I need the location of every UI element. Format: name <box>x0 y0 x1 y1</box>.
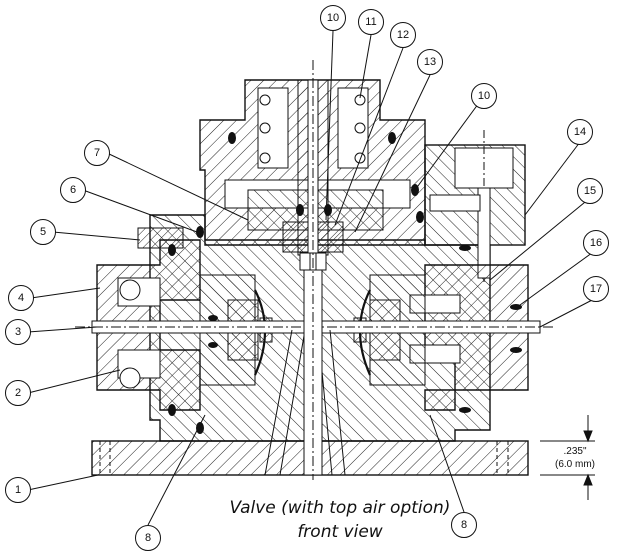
callout-4: 4 <box>8 285 34 311</box>
callout-14: 14 <box>567 119 593 145</box>
right-fitting-block <box>424 130 526 285</box>
callout-8-right: 8 <box>451 512 477 538</box>
callout-12: 12 <box>390 22 416 48</box>
callout-6: 6 <box>60 177 86 203</box>
callout-11: 11 <box>358 9 384 35</box>
dimension-inches: .235" <box>563 446 587 457</box>
callout-7: 7 <box>84 140 110 166</box>
leader-lines <box>27 30 597 526</box>
callout-13: 13 <box>417 49 443 75</box>
dimension-indicator <box>540 415 595 500</box>
callout-3: 3 <box>5 319 31 345</box>
callout-2: 2 <box>5 380 31 406</box>
caption-line-1: Valve (with top air option) <box>229 498 451 518</box>
callout-1: 1 <box>5 477 31 503</box>
callout-5: 5 <box>30 219 56 245</box>
callout-10-right: 10 <box>471 83 497 109</box>
dimension-mm: (6.0 mm) <box>555 459 595 470</box>
caption-line-2: front view <box>297 522 383 542</box>
callout-10-top: 10 <box>320 5 346 31</box>
flow-passages <box>264 60 346 480</box>
callout-16: 16 <box>583 230 609 256</box>
callout-15: 15 <box>577 178 603 204</box>
callout-17: 17 <box>583 276 609 302</box>
callout-8-left: 8 <box>135 525 161 551</box>
